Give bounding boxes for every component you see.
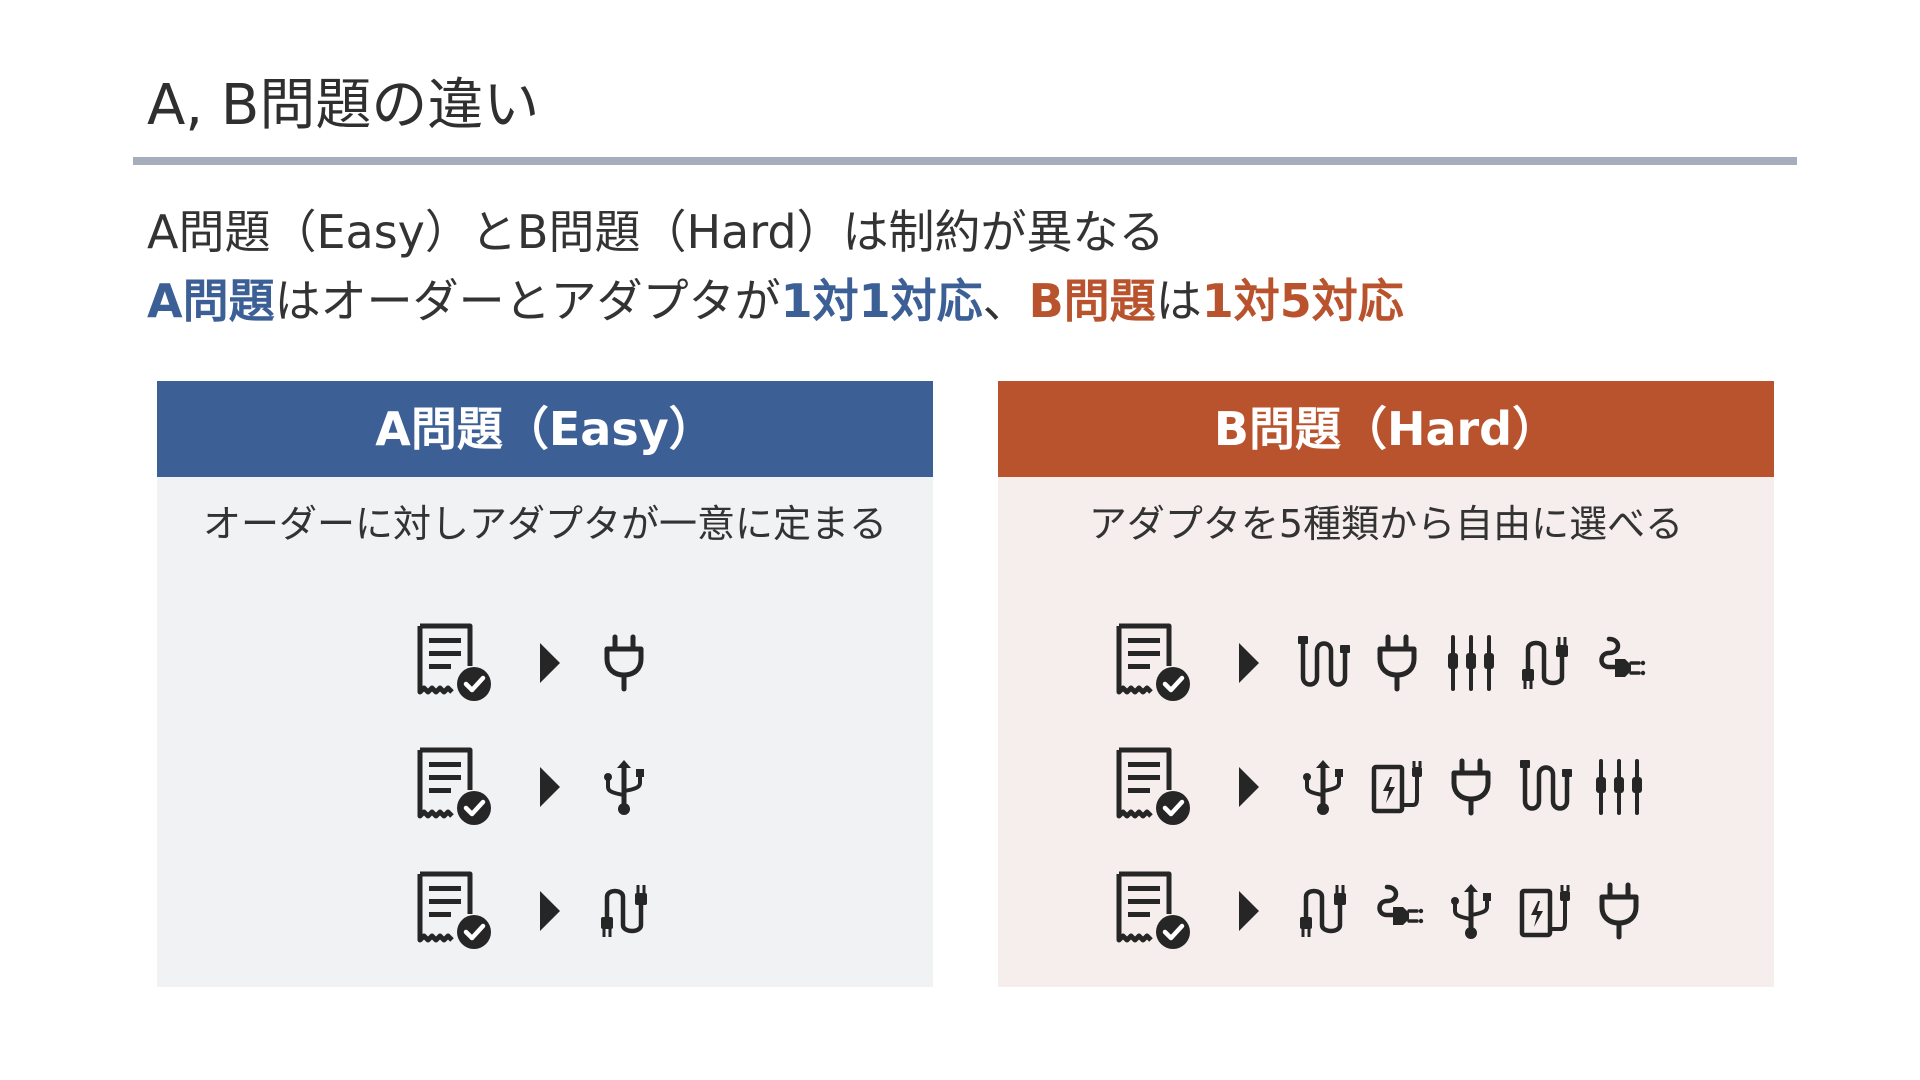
charger-icon — [1369, 757, 1425, 817]
usb-icon — [1443, 881, 1499, 941]
order-adapter-row — [998, 601, 1774, 725]
order-check-icon — [1113, 622, 1195, 704]
triple-plug-icon — [1591, 757, 1647, 817]
intro-line-1: A問題（Easy）とB問題（Hard）は制約が異なる — [147, 205, 1165, 259]
loop-cable-icon — [1295, 633, 1351, 693]
adapter-group — [596, 633, 652, 693]
title-divider — [133, 157, 1797, 165]
intro-text-2: 、 — [982, 274, 1029, 328]
panel-a-header: A問題（Easy） — [157, 381, 933, 477]
order-adapter-row — [157, 849, 933, 973]
adapter-group — [1295, 881, 1647, 941]
b-label: B問題 — [1028, 274, 1156, 328]
usb-icon — [596, 757, 652, 817]
panel-a-description: オーダーに対しアダプタが一意に定まる — [202, 502, 887, 546]
cable-icon — [1295, 881, 1351, 941]
panel-a: A問題（Easy） オーダーに対しアダプタが一意に定まる — [157, 381, 933, 987]
arrow-right-icon — [538, 765, 562, 809]
plug-icon — [1591, 881, 1647, 941]
order-adapter-row — [157, 601, 933, 725]
usb-icon — [1295, 757, 1351, 817]
order-adapter-row — [157, 725, 933, 849]
arrow-right-icon — [1237, 765, 1261, 809]
a-label: A問題 — [147, 274, 275, 328]
panel-b-description: アダプタを5種類から自由に選べる — [1088, 502, 1684, 546]
panel-b: B問題（Hard） アダプタを5種類から自由に選べる — [998, 381, 1774, 987]
order-check-icon — [1113, 870, 1195, 952]
power-plug-icon — [1369, 881, 1425, 941]
adapter-group — [596, 881, 652, 941]
intro-line-2: A問題はオーダーとアダプタが1対1対応、B問題は1対5対応 — [147, 270, 1404, 332]
triple-plug-icon — [1443, 633, 1499, 693]
adapter-group — [1295, 633, 1647, 693]
cable-icon — [596, 881, 652, 941]
arrow-right-icon — [538, 889, 562, 933]
loop-cable-icon — [1517, 757, 1573, 817]
plug-icon — [1369, 633, 1425, 693]
b-relation: 1対5対応 — [1201, 274, 1404, 328]
cable-icon — [1517, 633, 1573, 693]
order-check-icon — [414, 622, 496, 704]
arrow-right-icon — [1237, 641, 1261, 685]
order-adapter-row — [998, 725, 1774, 849]
order-adapter-row — [998, 849, 1774, 973]
power-plug-icon — [1591, 633, 1647, 693]
panel-a-rows — [157, 601, 933, 973]
arrow-right-icon — [1237, 889, 1261, 933]
charger-icon — [1517, 881, 1573, 941]
adapter-group — [596, 757, 652, 817]
panel-b-rows — [998, 601, 1774, 973]
adapter-group — [1295, 757, 1647, 817]
slide-title: A, B問題の違い — [147, 73, 540, 138]
plug-icon — [1443, 757, 1499, 817]
plug-icon — [596, 633, 652, 693]
order-check-icon — [414, 746, 496, 828]
order-check-icon — [1113, 746, 1195, 828]
intro-text-1: はオーダーとアダプタが — [274, 274, 781, 328]
order-check-icon — [414, 870, 496, 952]
a-relation: 1対1対応 — [780, 274, 983, 328]
arrow-right-icon — [538, 641, 562, 685]
intro-text-3: は — [1155, 274, 1202, 328]
panel-b-header: B問題（Hard） — [998, 381, 1774, 477]
